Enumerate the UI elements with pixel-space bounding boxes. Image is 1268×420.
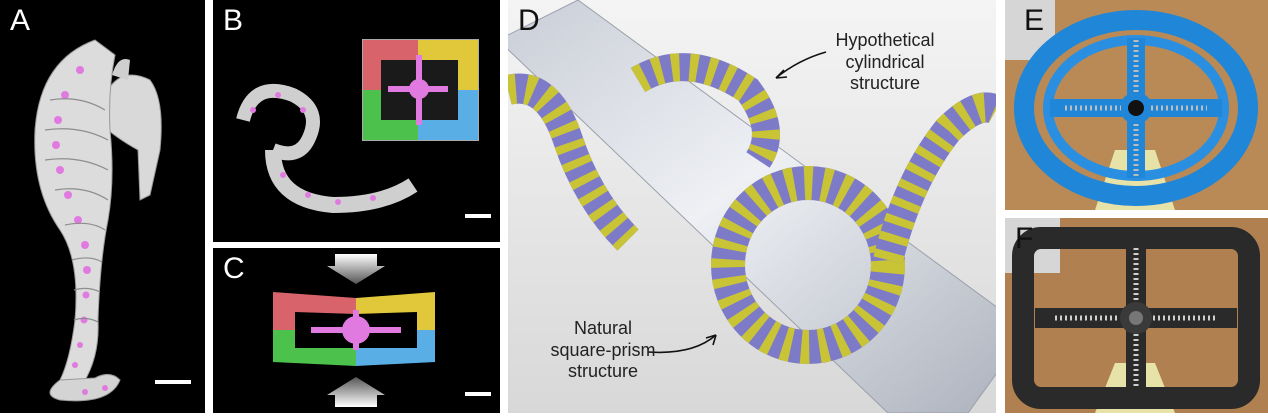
annotation-natural: Natural square-prism structure (538, 318, 668, 383)
panel-a: A (0, 0, 205, 413)
annotation-line: Hypothetical (835, 30, 935, 50)
annotation-line: Natural (573, 318, 633, 338)
panel-b: B (213, 0, 500, 242)
panel-c: C (213, 248, 500, 413)
annotation-line: cylindrical (845, 51, 925, 72)
panel-a-label: A (10, 4, 31, 37)
annotation-line: structure (849, 73, 921, 94)
scale-bar (465, 214, 491, 218)
annotation-line: square-prism (550, 339, 656, 360)
seahorse-skeleton-image (34, 39, 162, 402)
scale-bar (465, 392, 491, 396)
panel-b-label: B (223, 4, 244, 37)
panel-e-label: E (1023, 4, 1044, 37)
panel-f-label: F (1015, 222, 1034, 255)
panel-d-label: D (518, 4, 540, 37)
annotation-hypothetical: Hypothetical cylindrical structure (820, 30, 950, 95)
blue-prototype-photo (1005, 0, 1268, 210)
annotation-line: structure (567, 361, 639, 382)
compressed-section-image (273, 254, 435, 407)
tail-curl-image (236, 39, 479, 214)
panel-d: D Hypothetical cylindrical structure Nat… (508, 0, 996, 413)
panel-e: E (1005, 0, 1268, 210)
black-prototype-photo (1005, 218, 1268, 413)
panel-f: F (1005, 218, 1268, 413)
grasping-render-image (508, 0, 996, 413)
panel-c-label: C (223, 252, 245, 285)
scale-bar (155, 380, 191, 384)
